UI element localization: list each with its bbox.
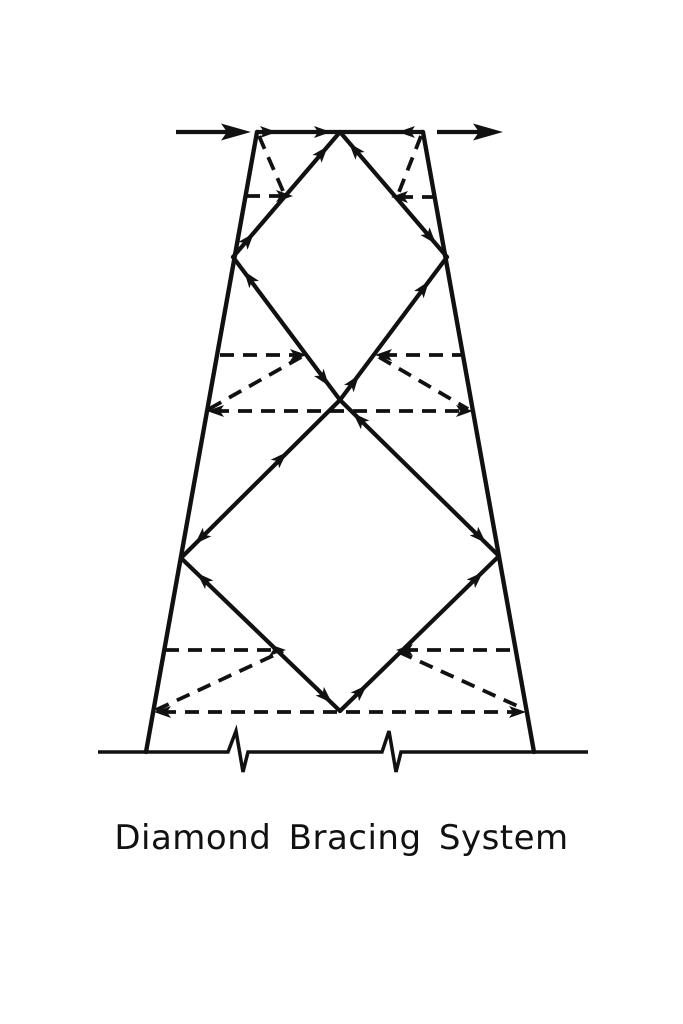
force-arrowhead <box>276 190 293 202</box>
force-arrowhead <box>414 281 429 299</box>
force-arrowhead <box>260 126 277 138</box>
lateral-load-arrow-right-head <box>473 123 503 141</box>
top-left-strut-diagonal-member <box>257 135 285 192</box>
ground-line <box>98 724 588 773</box>
force-arrowhead <box>509 706 526 718</box>
force-arrowhead <box>314 368 329 386</box>
figure-caption: Diamond Bracing System <box>114 818 569 858</box>
force-arrowhead <box>466 572 483 589</box>
lower-diamond-left-top-member <box>178 397 343 561</box>
lower-diamond-right-top-member <box>337 397 502 559</box>
force-arrowhead <box>314 126 331 138</box>
right-leg-member <box>420 129 537 755</box>
force-arrowhead <box>456 405 473 417</box>
bottom-left-strut-diagonal-member <box>155 649 284 712</box>
force-arrowhead <box>350 685 367 702</box>
force-arrowhead <box>270 452 287 469</box>
force-arrowhead <box>396 644 413 656</box>
top-right-strut-diagonal-member <box>397 135 423 193</box>
force-arrowhead <box>353 413 370 430</box>
force-arrowhead <box>207 405 224 417</box>
force-arrowhead <box>398 126 415 138</box>
force-arrowhead <box>197 573 214 590</box>
force-arrowhead <box>391 191 408 203</box>
force-arrowhead <box>312 146 328 163</box>
force-arrowhead <box>195 527 212 544</box>
force-arrowhead <box>344 375 359 393</box>
mid-right-strut-diagonal-member <box>378 355 469 411</box>
left-leg-member <box>143 129 260 755</box>
force-arrowhead <box>420 227 436 244</box>
force-arrowhead <box>238 233 254 250</box>
force-arrowhead <box>154 706 171 718</box>
force-arrowhead <box>469 526 486 543</box>
force-arrowhead <box>290 349 307 361</box>
force-arrowhead <box>244 271 259 289</box>
force-arrowhead <box>315 686 332 703</box>
lower-diamond-right-bottom-member <box>337 553 502 714</box>
lower-diamond-left-bottom-member <box>178 555 343 714</box>
force-arrowhead <box>269 644 286 656</box>
mid-left-strut-diagonal-member <box>208 354 304 411</box>
bottom-right-strut-diagonal-member <box>398 650 525 711</box>
force-arrowhead <box>349 143 365 160</box>
force-arrowhead <box>375 349 392 361</box>
lateral-load-arrow-left-head <box>221 123 251 141</box>
